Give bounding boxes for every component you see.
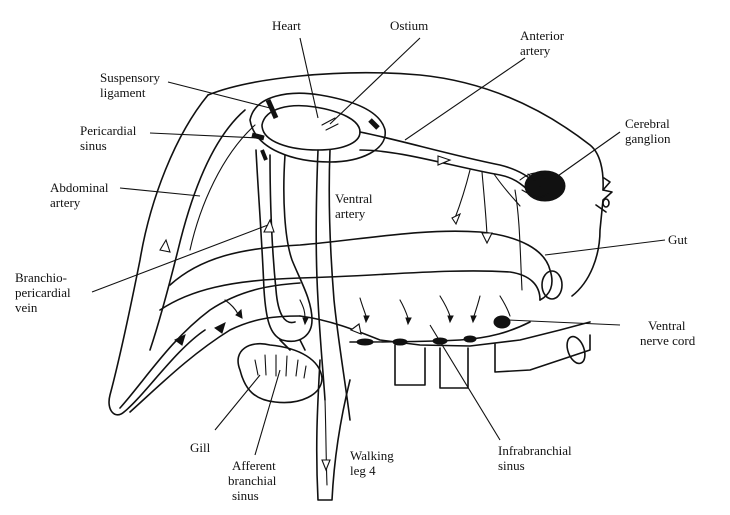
label-ventral-artery-line-2: artery: [335, 206, 366, 221]
leg-stub-end: [564, 334, 589, 366]
label-ventral-artery-line-1: Ventral: [335, 191, 373, 206]
flow-arrow-1: [225, 300, 238, 314]
label-anterior-artery-line-1: Anterior: [520, 28, 565, 43]
label-ventral-nerve-cord: Ventral nerve cord: [640, 318, 696, 348]
gill-filaments: [255, 355, 306, 378]
abdomen-flow-arrow-2: [215, 323, 225, 333]
abdominal-artery-arrow: [160, 240, 170, 252]
flow-arrow-6: [474, 296, 480, 316]
anterior-artery-branch-1: [455, 170, 470, 218]
walking-leg-arrow: [322, 460, 330, 470]
body-outline: [109, 73, 612, 415]
label-bp-vein-line-1: Branchio-: [15, 270, 67, 285]
anterior-artery-upper: [360, 132, 535, 183]
labels: Heart Ostium Anterior artery Suspensory …: [15, 18, 696, 503]
leader-gut: [545, 240, 665, 255]
label-heart: Heart: [272, 18, 301, 33]
label-branchio-pericardial-vein: Branchio- pericardial vein: [15, 270, 74, 315]
label-pericardial-sinus-line-2: sinus: [80, 138, 107, 153]
leg-stub-1: [395, 345, 425, 385]
nerve-ganglion-2: [393, 339, 407, 345]
suspensory-ligament-bar-3: [370, 120, 378, 128]
label-gut: Gut: [668, 232, 688, 247]
anterior-artery-lower: [360, 150, 528, 190]
suspensory-ligament-bar-1: [268, 100, 276, 118]
label-abdominal-artery-line-1: Abdominal: [50, 180, 109, 195]
leader-anterior-artery: [405, 58, 525, 140]
anterior-artery-branch-2: [482, 172, 487, 235]
nerve-ganglion-1: [357, 339, 373, 345]
branch-arrow-2: [482, 233, 492, 243]
eye-stalk: [603, 199, 609, 207]
gut-upper-wall: [170, 231, 552, 300]
leader-cerebral-ganglion: [555, 132, 620, 178]
label-abdominal-artery-line-2: artery: [50, 195, 81, 210]
flow-arrowhead-2: [303, 318, 308, 324]
label-suspensory-ligament: Suspensory ligament: [100, 70, 163, 100]
flow-arrowhead-6: [471, 316, 476, 322]
ventral-artery-arrow: [351, 324, 361, 334]
label-walking-leg-4: Walking leg 4: [350, 448, 397, 478]
label-suspensory-ligament-line-2: ligament: [100, 85, 146, 100]
leader-abdominal-artery: [120, 188, 200, 196]
label-walking-leg-line-1: Walking: [350, 448, 394, 463]
leader-suspensory-ligament: [168, 82, 270, 108]
label-pericardial-sinus: Pericardial sinus: [80, 123, 140, 153]
leader-lines: [92, 38, 665, 455]
leg-stub-2: [440, 348, 468, 388]
heart-outline: [262, 106, 360, 150]
label-anterior-artery-line-2: artery: [520, 43, 551, 58]
flow-arrow-5: [440, 296, 450, 316]
subesophageal-ganglion: [494, 316, 510, 328]
label-pericardial-sinus-line-1: Pericardial: [80, 123, 137, 138]
label-walking-leg-line-2: leg 4: [350, 463, 376, 478]
label-ventral-artery: Ventral artery: [335, 191, 376, 221]
label-gill: Gill: [190, 440, 211, 455]
label-afferent-line-2: branchial: [228, 473, 277, 488]
flow-arrow-7: [500, 296, 510, 316]
label-cerebral-ganglion-line-2: ganglion: [625, 131, 671, 146]
label-bp-vein-line-3: vein: [15, 300, 38, 315]
label-infrabranchial-line-1: Infrabranchial: [498, 443, 572, 458]
leader-afferent-branchial-sinus: [255, 370, 280, 455]
leader-ostium: [330, 38, 420, 124]
label-ostium: Ostium: [390, 18, 428, 33]
flow-arrows: [160, 240, 530, 345]
label-afferent-branchial-sinus: Afferent branchial sinus: [228, 458, 280, 503]
label-infrabranchial-line-2: sinus: [498, 458, 525, 473]
walking-leg-4-inner: [325, 400, 327, 485]
nerve-ganglion-4: [464, 336, 476, 342]
label-ventral-nerve-cord-line-1: Ventral: [648, 318, 686, 333]
flow-arrowhead-3: [364, 316, 369, 322]
gut-lower-wall: [160, 271, 540, 310]
abdominal-artery-channel: [190, 125, 255, 250]
branch-arrow-1: [452, 214, 460, 224]
label-abdominal-artery: Abdominal artery: [50, 180, 112, 210]
suspensory-ligament-bar-4: [262, 150, 266, 160]
label-infrabranchial-sinus: Infrabranchial sinus: [498, 443, 575, 473]
label-suspensory-ligament-line-1: Suspensory: [100, 70, 160, 85]
leader-gill: [215, 375, 260, 430]
bp-vein-inner: [270, 155, 295, 323]
flow-arrow-3: [360, 298, 366, 316]
label-bp-vein-line-2: pericardial: [15, 285, 71, 300]
rostrum: [603, 178, 610, 190]
anterior-artery: [360, 132, 535, 290]
flow-arrowhead-4: [406, 318, 411, 324]
label-cerebral-ganglion-line-1: Cerebral: [625, 116, 670, 131]
flow-arrowhead-5: [448, 316, 453, 322]
gill-outline: [238, 344, 322, 403]
label-ventral-nerve-cord-line-2: nerve cord: [640, 333, 696, 348]
label-afferent-line-3: sinus: [232, 488, 259, 503]
abdomen-inner-curve: [150, 110, 245, 350]
abdomen-outer-curve: [109, 95, 208, 415]
label-afferent-line-1: Afferent: [232, 458, 276, 473]
flow-arrow-4: [400, 300, 408, 318]
leader-pericardial-sinus: [150, 133, 258, 138]
label-anterior-artery: Anterior artery: [520, 28, 567, 58]
label-cerebral-ganglion: Cerebral ganglion: [625, 116, 673, 146]
